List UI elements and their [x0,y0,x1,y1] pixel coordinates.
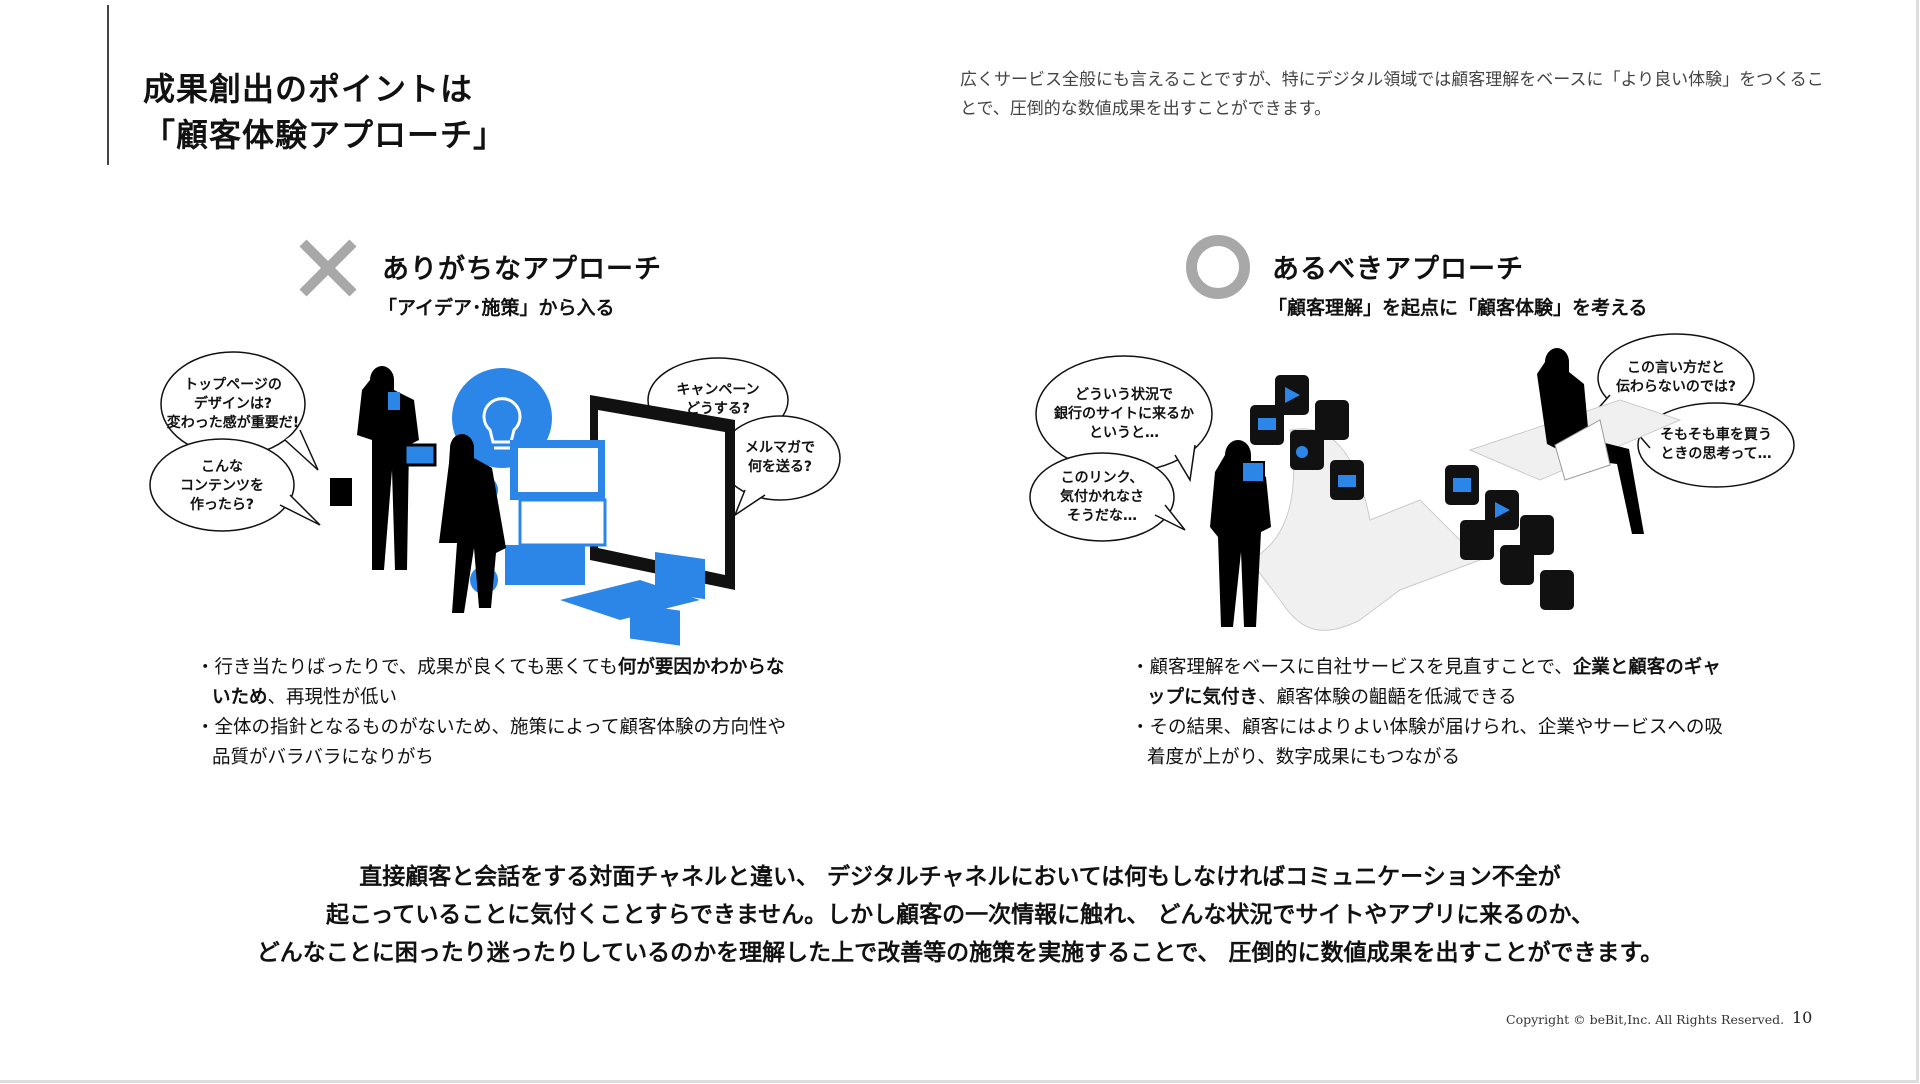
summary-line: 直接顧客と会話をする対面チャネルと違い、 デジタルチャネルにおいては何もしなけれ… [359,864,1561,890]
bullet-item: ・行き当たりばったりで、成果が良くても悪くても何が要因かわからないため、再現性が… [196,657,785,708]
left-subheading: 「アイデア･施策」から入る [378,297,615,319]
page-number: 10 [1792,1008,1813,1027]
speech-bubble: メルマガで 何を送る? [745,440,815,475]
left-heading: ありがちなアプローチ [382,254,662,285]
title-line-2: 「顧客体験アプローチ」 [143,116,507,154]
person-silhouette [357,366,419,570]
bullet-item: ・顧客理解をベースに自社サービスを見直すことで、企業と顧客のギャップに気付き、顧… [1131,657,1721,708]
speech-bubble: この言い方だと 伝わらないのでは? [1615,360,1737,395]
person-silhouette [1210,440,1271,627]
right-heading: あるべきアプローチ [1272,254,1524,285]
summary-text: 直接顧客と会話をする対面チャネルと違い、 デジタルチャネルにおいては何もしなけれ… [0,858,1920,972]
title-line-1: 成果創出のポイントは [143,70,474,108]
right-subheading: 「顧客理解」を起点に「顧客体験」を考える [1268,297,1648,319]
speech-bubble: このリンク、 気付かれなさ そうだな… [1060,469,1144,524]
page-title: 成果創出のポイントは 「顧客体験アプローチ」 [143,66,506,158]
speech-bubble: トップページの デザインは? 変わった感が重要だ! [166,376,300,431]
speech-bubble: そもそも車を買う ときの思考って… [1660,427,1772,462]
bullet-item: ・その結果、顧客にはよりよい体験が届けられ、企業やサービスへの吸着度が上がり、数… [1131,717,1723,768]
speech-bubble: こんな コンテンツを 作ったら? [180,458,264,513]
left-bullets: ・行き当たりばったりで、成果が良くても悪くても何が要因かわからないため、再現性が… [196,653,796,773]
cross-icon [299,239,357,297]
speech-bubble: どういう状況で 銀行のサイトに来るか というと… [1054,386,1194,441]
right-illustration [1029,333,1795,631]
right-bullets: ・顧客理解をベースに自社サービスを見直すことで、企業と顧客のギャップに気付き、顧… [1131,653,1731,773]
person-silhouette [439,434,506,613]
left-illustration [149,351,841,646]
page-description: 広くサービス全般にも言えることですが、特にデジタル領域では顧客理解をベースに「よ… [960,70,1824,119]
summary-line: 起こっていることに気付くことすらできません。しかし顧客の一次情報に触れ、 どんな… [326,902,1594,928]
title-accent-line [107,5,109,165]
copyright: Copyright © beBit,Inc. All Rights Reserv… [1506,1012,1785,1027]
speech-bubble: キャンペーン どうする? [676,382,760,417]
summary-line: どんなことに困ったり迷ったりしているのかを理解した上で改善等の施策を実施すること… [256,940,1664,966]
bullet-item: ・全体の指針となるものがないため、施策によって顧客体験の方向性や品質がバラバラに… [196,717,786,768]
circle-icon [1186,235,1250,299]
